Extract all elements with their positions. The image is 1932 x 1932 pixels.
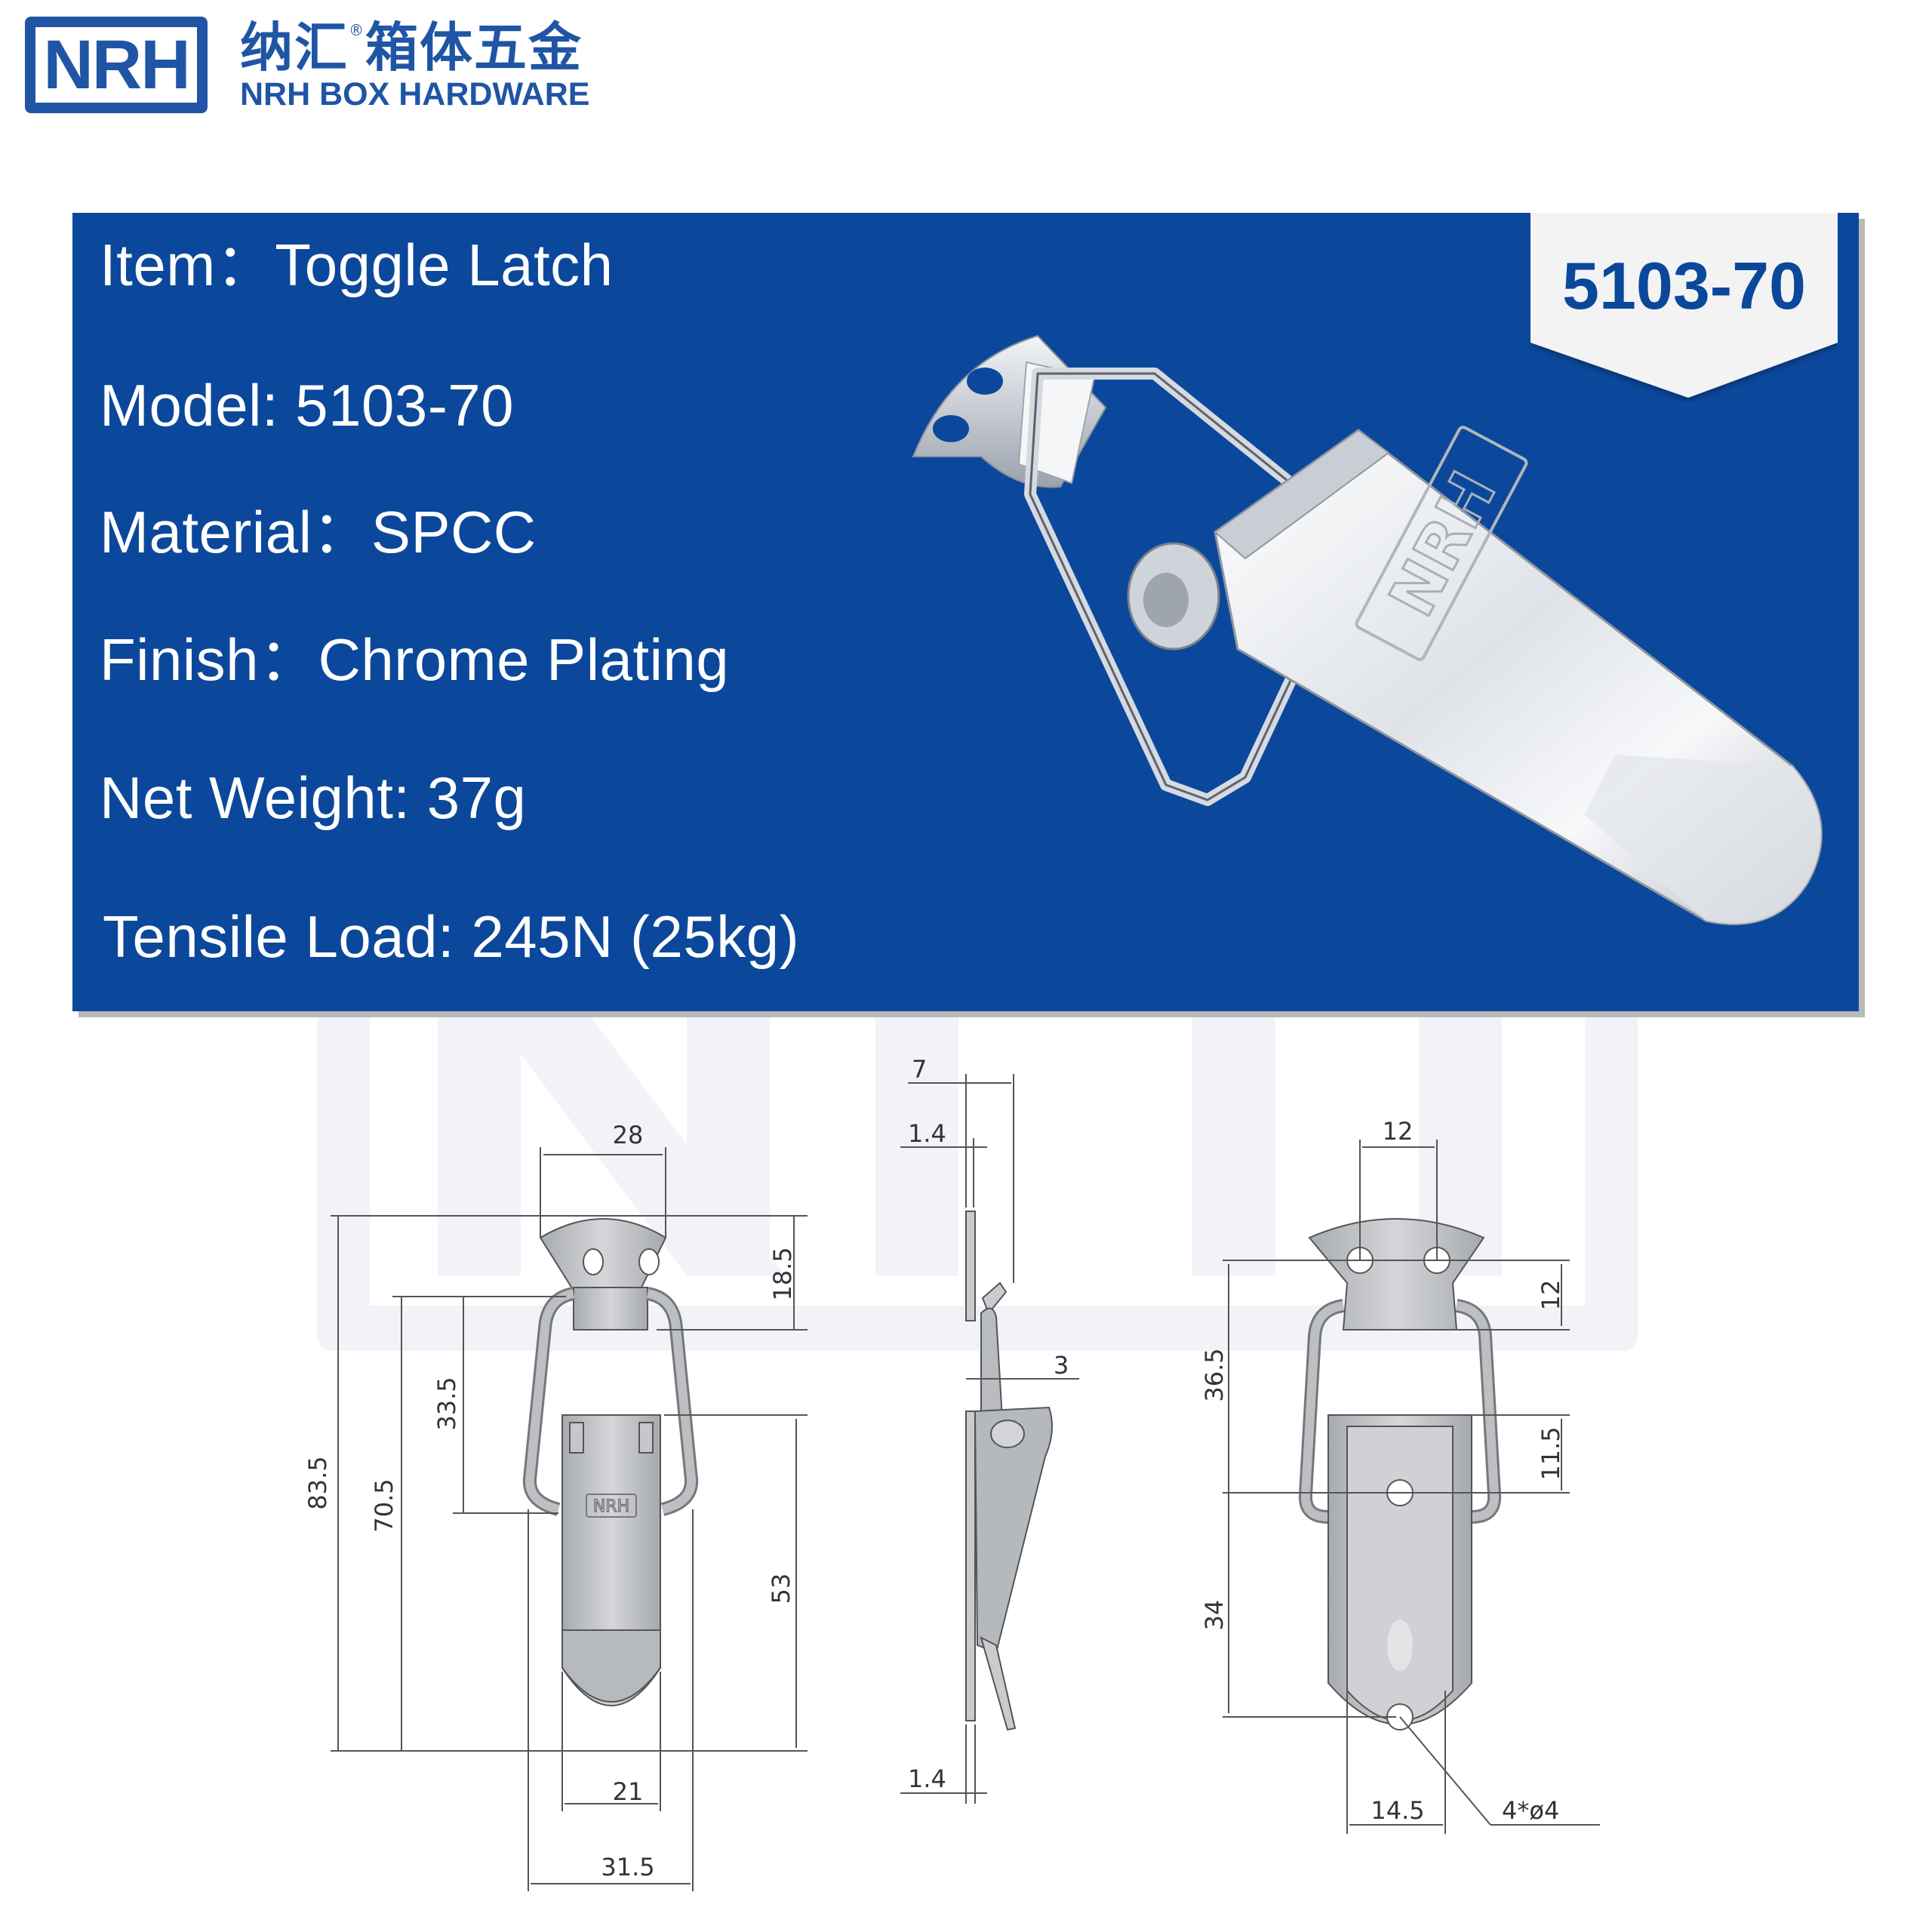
brand-name-english: NRH BOX HARDWARE — [240, 76, 590, 112]
dim-overall-width: 31.5 — [601, 1853, 654, 1881]
dim-hole-spacing-y: 12 — [1537, 1280, 1565, 1311]
brand-cn-part2: 箱体五金 — [365, 17, 583, 78]
spec-value: SPCC — [371, 499, 537, 565]
dim-lever-width: 21 — [613, 1777, 644, 1806]
dim-total-height: 83.5 — [303, 1456, 332, 1509]
front-emboss: NRH — [593, 1497, 629, 1516]
spec-label: Model: — [100, 372, 296, 438]
spec-value: Chrome Plating — [318, 626, 730, 693]
spec-value: 37g — [426, 764, 527, 831]
registered-mark: ® — [349, 21, 365, 39]
dim-hole-spacing-x: 12 — [1383, 1117, 1414, 1146]
dim-depth: 7 — [912, 1055, 927, 1084]
side-view — [900, 1074, 1079, 1804]
back-view — [1223, 1140, 1600, 1834]
dim-pivot-to-bottom-hole: 34 — [1200, 1600, 1229, 1631]
brand-cn-part1: 纳汇 — [240, 17, 349, 78]
dim-holes: 4*ø4 — [1502, 1796, 1559, 1825]
dim-lever-height: 53 — [767, 1574, 795, 1604]
spec-label: Net Weight: — [100, 764, 427, 831]
spec-label: Finish： — [100, 626, 318, 693]
spec-value: 245N (25kg) — [471, 903, 800, 970]
spec-model: Model: 5103-70 — [100, 376, 514, 435]
dim-top-width: 28 — [613, 1121, 644, 1149]
dim-wire: 3 — [1054, 1351, 1069, 1380]
nrh-logo: NRH — [25, 17, 208, 113]
dim-pivot-offset: 11.5 — [1537, 1426, 1565, 1480]
front-view: NRH — [331, 1147, 808, 1891]
brand-name-chinese: 纳汇®箱体五金 — [240, 21, 583, 74]
dim-wire-span: 33.5 — [432, 1377, 461, 1430]
spec-net-weight: Net Weight: 37g — [100, 768, 526, 827]
dim-plate-height: 18.5 — [768, 1247, 797, 1300]
spec-finish: Finish：Chrome Plating — [100, 630, 729, 689]
spec-item: Item：Toggle Latch — [100, 235, 614, 294]
dim-plate-to-pivot: 36.5 — [1200, 1348, 1229, 1401]
spec-label: Material： — [100, 499, 371, 565]
spec-label: Item： — [100, 232, 275, 298]
dim-bottom-width: 14.5 — [1371, 1796, 1424, 1825]
spec-value: 5103-70 — [295, 372, 515, 438]
model-badge-shape — [1531, 213, 1838, 398]
model-badge: 5103-70 — [1562, 248, 1806, 323]
dim-hook-to-bottom: 70.5 — [370, 1478, 398, 1532]
spec-value: Toggle Latch — [275, 232, 614, 298]
spec-tensile-load: Tensile Load: 245N (25kg) — [103, 907, 799, 966]
spec-material: Material：SPCC — [100, 503, 537, 561]
technical-drawing: NRH — [303, 1055, 1600, 1891]
dim-thickness-bottom: 1.4 — [908, 1764, 946, 1793]
spec-label: Tensile Load: — [103, 903, 472, 970]
logo-text: NRH — [43, 26, 190, 103]
toggle-latch-photo: NRH — [912, 334, 1823, 925]
dim-thickness-top: 1.4 — [908, 1119, 946, 1148]
